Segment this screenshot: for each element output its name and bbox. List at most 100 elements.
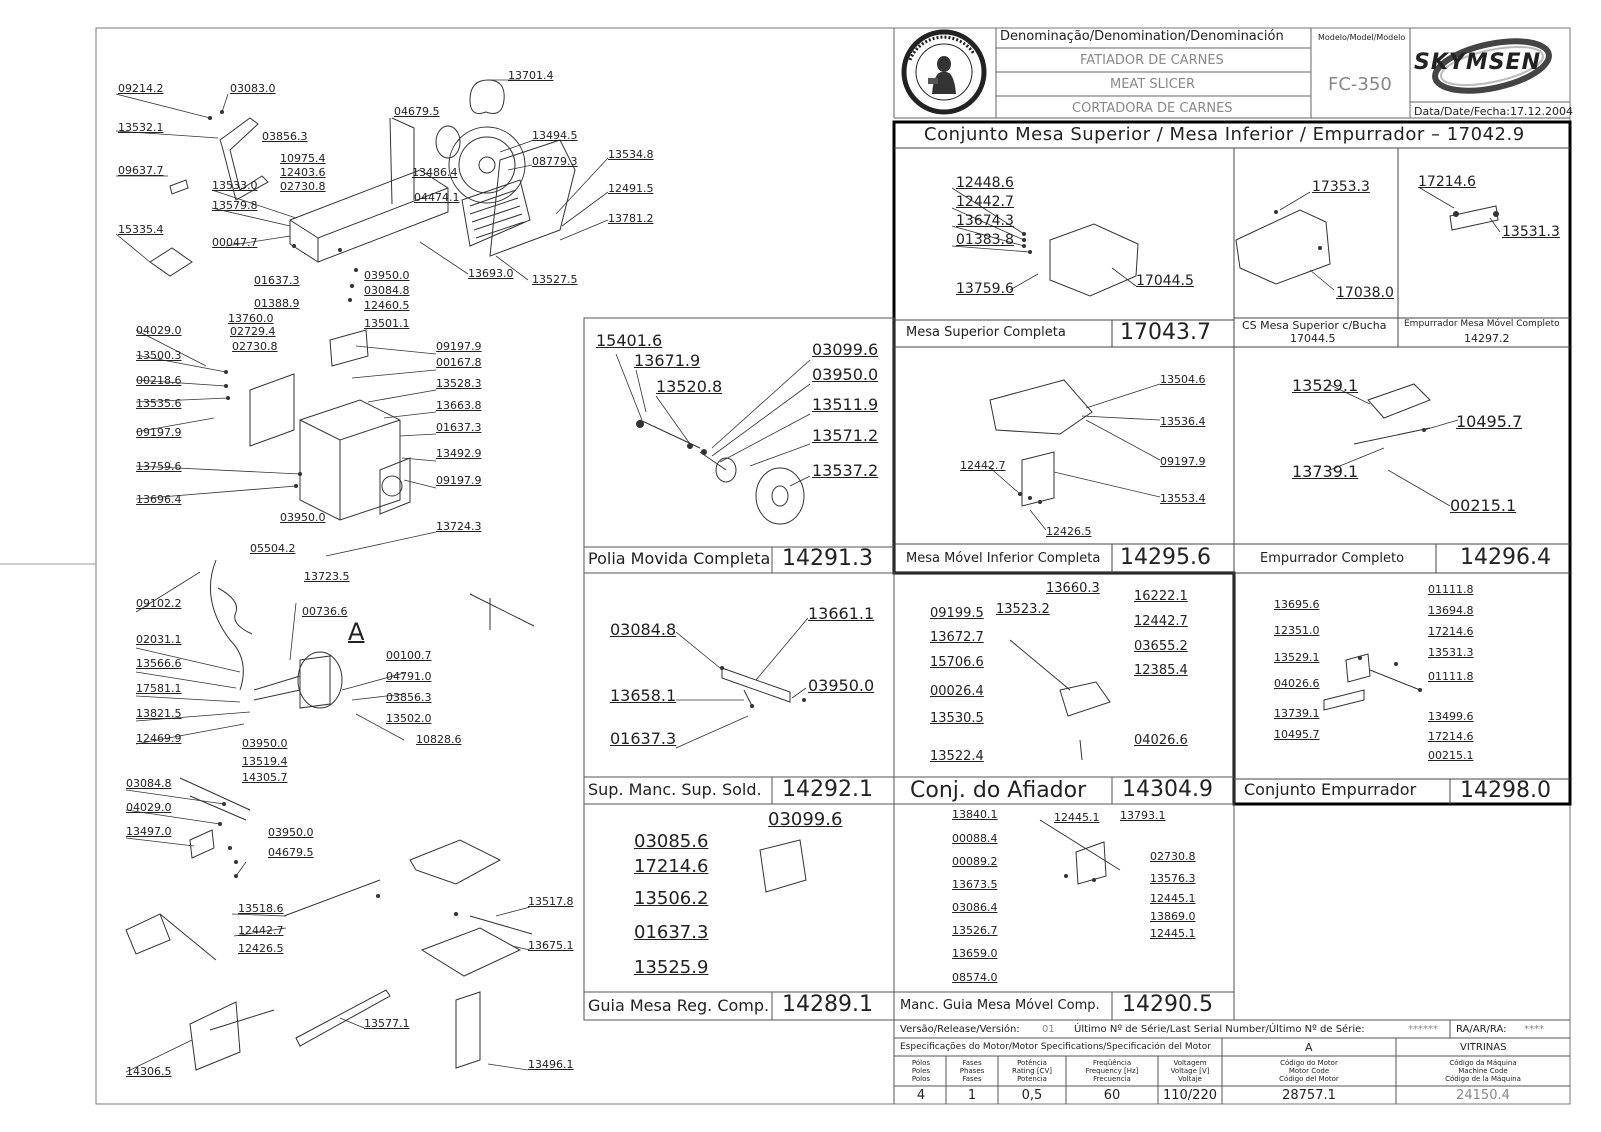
part-number-label: 15706.6	[930, 655, 984, 670]
part-number-label: 13739.1	[1274, 707, 1320, 720]
part-number-label: 01383.8	[956, 232, 1014, 248]
motor-spec-label: Especificações do Motor/Motor Specificat…	[900, 1042, 1211, 1052]
panel-code-sup-manc: 14292.1	[782, 777, 873, 802]
part-number-label: 13501.1	[364, 317, 410, 330]
part-number-label: 13759.6	[956, 281, 1014, 297]
part-number-label: 13671.9	[634, 351, 701, 370]
part-number-label: 08574.0	[952, 971, 998, 984]
part-number-label: 13840.1	[952, 808, 998, 821]
assembly-title: Conjunto Mesa Superior / Mesa Inferior /…	[924, 124, 1525, 145]
part-number-label: 13821.5	[136, 707, 182, 720]
panel-code-manc-guia: 14290.5	[1122, 992, 1213, 1017]
part-number-label: 12351.0	[1274, 624, 1320, 637]
part-number-label: 13579.8	[212, 199, 258, 212]
part-number-label: 16222.1	[1134, 589, 1188, 604]
part-number-label: 00089.2	[952, 855, 998, 868]
panel-code-guia-mesa: 14289.1	[782, 992, 873, 1017]
part-number-label: 00047.7	[212, 236, 258, 249]
part-number-label: 13517.8	[528, 895, 574, 908]
hardware-dots	[208, 110, 1499, 916]
part-number-label: 17214.6	[1428, 730, 1474, 743]
part-number-label: 03950.0	[280, 511, 326, 524]
part-number-label: 09199.5	[930, 606, 984, 621]
part-number-label: 13696.4	[136, 493, 182, 506]
part-number-label: 13759.6	[136, 460, 182, 473]
part-number-label: 03655.2	[1134, 639, 1188, 654]
part-number-label: 13553.4	[1160, 492, 1206, 505]
panel-code-afiador: 14304.9	[1122, 777, 1213, 802]
panel-name-mesa-movel-inferior: Mesa Móvel Inferior Completa	[906, 551, 1101, 566]
part-number-label: 13494.5	[532, 129, 578, 142]
part-number-label: 04026.6	[1274, 677, 1320, 690]
part-number-label: 03099.6	[768, 809, 843, 830]
part-number-label: 03099.6	[812, 340, 879, 359]
part-number-label: 13529.1	[1292, 376, 1359, 395]
part-number-label: 12445.1	[1150, 927, 1196, 940]
part-number-label: 13673.5	[952, 878, 998, 891]
date-value: 17.12.2004	[1510, 105, 1573, 118]
part-number-label: 08779.3	[532, 155, 578, 168]
brand-logo-swoosh	[1432, 38, 1552, 94]
part-number-label: 13739.1	[1292, 462, 1359, 481]
part-number-label: 13535.6	[136, 397, 182, 410]
col-motor-code: Código do Motor Motor Code Código del Mo…	[1279, 1059, 1339, 1084]
panel-name-empurrador-movel: Empurrador Mesa Móvel Completo	[1404, 319, 1560, 329]
part-number-label: 12442.7	[960, 459, 1006, 472]
panel-code-empurrador-completo: 14296.4	[1460, 545, 1551, 570]
part-number-label: 01637.3	[610, 729, 677, 748]
part-number-label: 03950.0	[268, 826, 314, 839]
denomination-header: Denominação/Denomination/Denominación	[1000, 29, 1284, 44]
part-number-label: 12448.6	[956, 175, 1014, 191]
version-label: Versão/Release/Versión:	[900, 1024, 1020, 1035]
part-number-label: 13525.9	[634, 957, 709, 978]
part-number-label: 13537.2	[812, 461, 879, 480]
part-number-label: 12442.7	[956, 194, 1014, 210]
part-number-label: 13533.0	[212, 179, 258, 192]
part-number-label: 13576.3	[1150, 872, 1196, 885]
part-number-label: 00218.6	[136, 374, 182, 387]
part-number-label: 13492.9	[436, 447, 482, 460]
motor-code-value: 28757.1	[1282, 1088, 1336, 1103]
machine-code-value: 24150.4	[1456, 1088, 1510, 1103]
part-number-label: 03856.3	[262, 130, 308, 143]
part-number-label: 13496.1	[528, 1058, 574, 1071]
part-number-label: 13536.4	[1160, 415, 1206, 428]
part-number-label: 17038.0	[1336, 285, 1394, 301]
part-number-label: 04029.0	[136, 324, 182, 337]
part-number-label: 03084.8	[610, 620, 677, 639]
vitrinas: VITRINAS	[1460, 1042, 1507, 1053]
panel-code-mesa-superior: 17043.7	[1120, 320, 1211, 345]
part-number-label: 02729.4	[230, 325, 276, 338]
part-number-label: 17581.1	[136, 682, 182, 695]
part-number-label: 13695.6	[1274, 598, 1320, 611]
part-number-label: 00100.7	[386, 649, 432, 662]
part-number-label: 03084.8	[126, 777, 172, 790]
col-power: Potência Rating [CV] Potencia	[1012, 1059, 1052, 1084]
part-number-label: 01111.8	[1428, 583, 1474, 596]
part-number-label: 13793.1	[1120, 809, 1166, 822]
part-number-label: 00026.4	[930, 684, 984, 699]
col-phases: Fases Phases Fases	[959, 1059, 985, 1084]
product-name-pt: FATIADOR DE CARNES	[1080, 53, 1224, 68]
part-number-label: 01111.8	[1428, 670, 1474, 683]
product-name-es: CORTADORA DE CARNES	[1072, 101, 1233, 116]
col-frequency: Freqüência Frequency [Hz] Frecuencia	[1085, 1059, 1139, 1084]
part-number-label: 00088.4	[952, 832, 998, 845]
product-name-en: MEAT SLICER	[1110, 77, 1196, 92]
panel-name-polia: Polia Movida Completa	[588, 549, 771, 568]
part-number-label: 12460.5	[364, 299, 410, 312]
part-number-label: 13532.1	[118, 121, 164, 134]
date-label: Data/Date/Fecha:	[1414, 105, 1510, 118]
part-number-label: 02031.1	[136, 633, 182, 646]
panel-code-polia: 14291.3	[782, 546, 873, 571]
part-number-label: 13760.0	[228, 312, 274, 325]
panel-name-afiador: Conj. do Afiador	[910, 778, 1087, 803]
part-number-label: 13486.4	[412, 166, 458, 179]
phases-value: 1	[967, 1088, 977, 1103]
part-number-label: 03950.0	[242, 737, 288, 750]
part-number-label: 13497.0	[126, 825, 172, 838]
part-number-label: 17214.6	[634, 856, 709, 877]
part-number-label: 13660.3	[1046, 581, 1100, 596]
part-number-label: 13529.1	[1274, 651, 1320, 664]
part-number-label: 01637.3	[254, 274, 300, 287]
